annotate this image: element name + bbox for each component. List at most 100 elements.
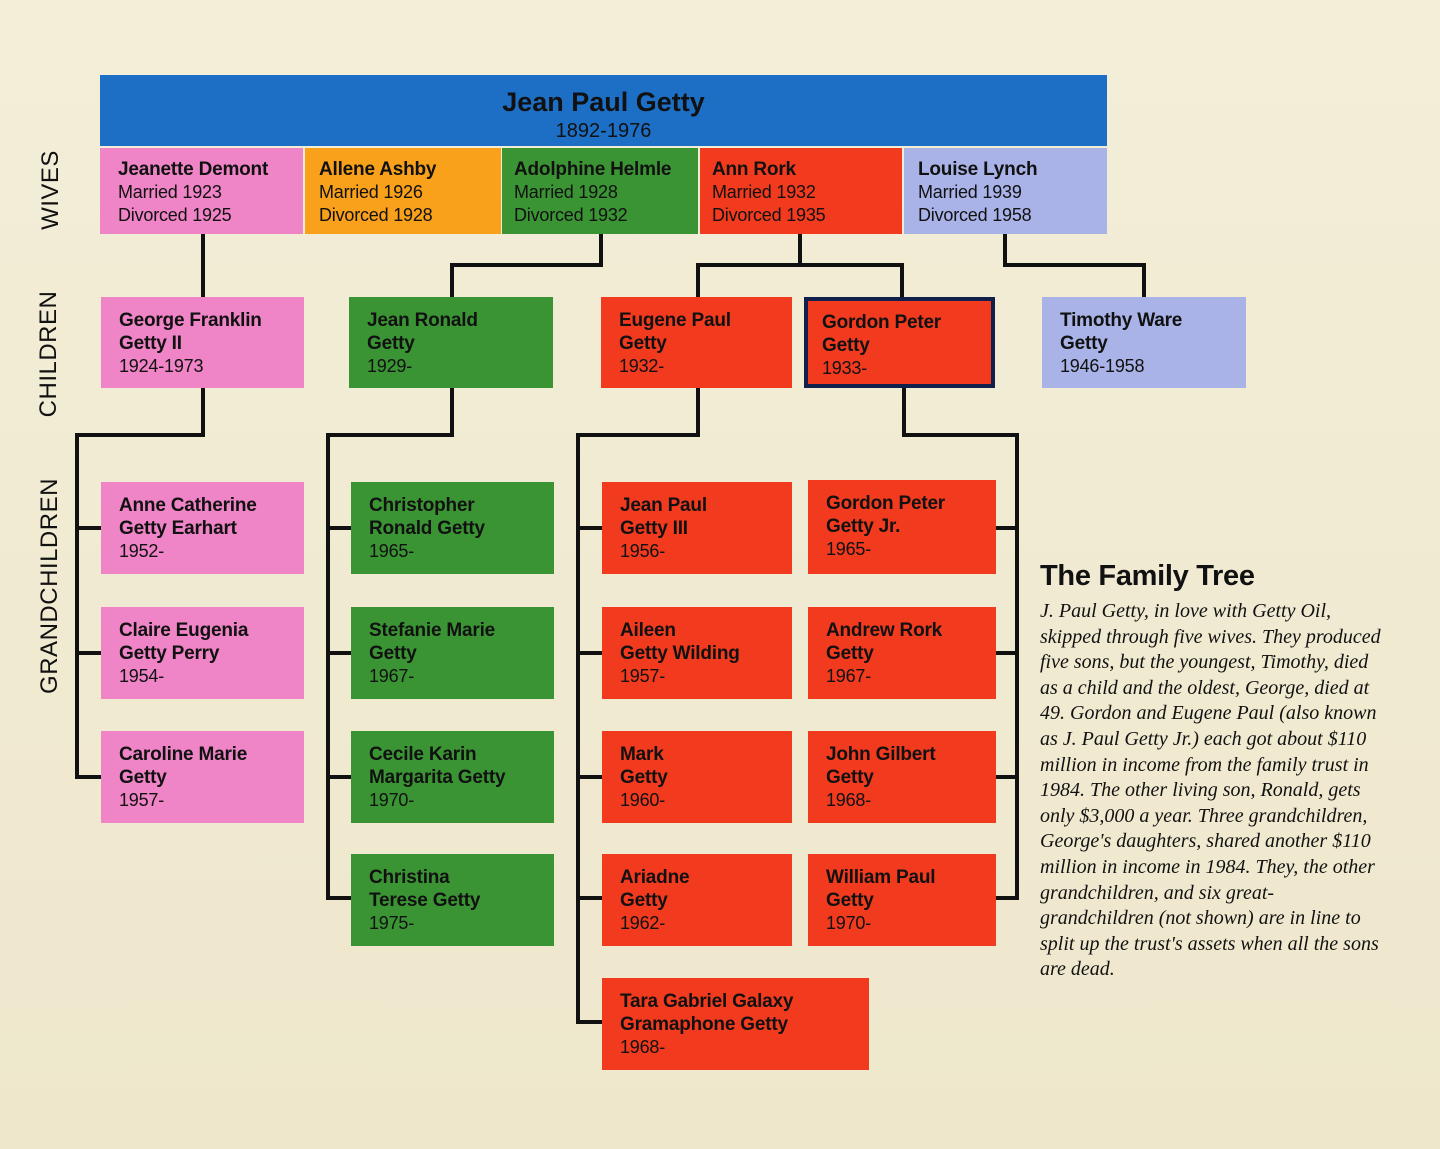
wife-adolphine-helmle: Adolphine Helmle Married 1928 Divorced 1… [502,148,698,234]
grandchild-years: 1952- [119,541,165,561]
child-timothy-ware-getty: Timothy Ware Getty 1946-1958 [1042,297,1246,388]
wife-married: Married 1939 [918,182,1022,202]
grandchild-years: 1975- [369,913,415,933]
row-label-wives: WIVES [37,150,64,230]
grandchild-caroline-marie-getty: Caroline Marie Getty 1957- [101,731,304,823]
wife-name: Jeanette Demont [118,159,269,180]
grandchild-name: Claire Eugenia Getty Perry [119,620,249,664]
grandchild-years: 1970- [826,913,872,933]
grandchild-name: Christina Terese Getty [369,867,481,911]
child-years: 1946-1958 [1060,356,1145,376]
connector-adolphine-ronald [450,232,603,299]
row-label-children: CHILDREN [35,290,62,418]
child-years: 1933- [822,358,868,378]
grandchild-name: William Paul Getty [826,867,936,911]
wife-divorced: Divorced 1932 [514,205,628,225]
grandchild-name: Gordon Peter Getty Jr. [826,493,946,537]
grandchild-mark-getty: Mark Getty 1960- [602,731,792,823]
connector-gordon-grandchildren [902,386,1019,900]
child-george-franklin-getty-ii: George Franklin Getty II 1924-1973 [101,297,304,388]
grandchild-years: 1967- [369,666,415,686]
grandchild-years: 1954- [119,666,165,686]
connector-ann-sons [696,232,904,299]
grandchild-years: 1957- [620,666,666,686]
wife-ann-rork: Ann Rork Married 1932 Divorced 1935 [700,148,902,234]
grandchild-aileen-getty-wilding: Aileen Getty Wilding 1957- [602,607,792,699]
child-name: Eugene Paul Getty [619,310,731,354]
grandchild-name: Christopher Ronald Getty [369,495,485,539]
wife-married: Married 1928 [514,182,618,202]
grandchild-years: 1960- [620,790,666,810]
wife-louise-lynch: Louise Lynch Married 1939 Divorced 1958 [904,148,1107,234]
wife-allene-ashby: Allene Ashby Married 1926 Divorced 1928 [305,148,501,234]
grandchild-christopher-ronald-getty: Christopher Ronald Getty 1965- [351,482,554,574]
child-name: Jean Ronald Getty [367,310,478,354]
grandchild-gordon-peter-getty-jr: Gordon Peter Getty Jr. 1965- [808,480,996,574]
wife-married: Married 1923 [118,182,222,202]
grandchild-name: Ariadne Getty [620,867,690,911]
wife-name: Ann Rork [712,159,796,180]
wife-married: Married 1926 [319,182,423,202]
grandchild-jean-paul-getty-iii: Jean Paul Getty III 1956- [602,482,792,574]
connector-ronald-grandchildren [326,386,454,900]
grandchild-anne-catherine-getty-earhart: Anne Catherine Getty Earhart 1952- [101,482,304,574]
wife-divorced: Divorced 1935 [712,205,826,225]
wife-name: Louise Lynch [918,159,1038,180]
connector-george-grandchildren [75,386,205,779]
wife-divorced: Divorced 1928 [319,205,433,225]
grandchild-years: 1968- [620,1037,666,1057]
grandchild-years: 1965- [826,539,872,559]
grandchild-years: 1957- [119,790,165,810]
row-label-grandchildren: GRANDCHILDREN [36,478,63,694]
root-name: Jean Paul Getty [502,87,705,117]
grandchild-claire-eugenia-getty-perry: Claire Eugenia Getty Perry 1954- [101,607,304,699]
caption-body: J. Paul Getty, in love with Getty Oil, s… [1040,600,1381,981]
caption-title: The Family Tree [1040,560,1255,592]
grandchild-name: John Gilbert Getty [826,744,936,788]
child-years: 1932- [619,356,665,376]
grandchild-years: 1970- [369,790,415,810]
root-years: 1892-1976 [555,120,652,142]
child-name: George Franklin Getty II [119,310,262,354]
child-name: Timothy Ware Getty [1060,310,1183,354]
grandchild-name: Caroline Marie Getty [119,744,248,788]
child-name: Gordon Peter Getty [822,312,942,356]
grandchild-name: Jean Paul Getty III [620,495,707,539]
root-person-jean-paul-getty: Jean Paul Getty 1892-1976 [100,75,1107,146]
grandchild-name: Andrew Rork Getty [826,620,943,664]
wife-name: Adolphine Helmle [514,159,672,180]
grandchild-name: Mark Getty [620,744,668,788]
grandchild-name: Cecile Karin Margarita Getty [369,744,506,788]
grandchild-ariadne-getty: Ariadne Getty 1962- [602,854,792,946]
child-years: 1924-1973 [119,356,204,376]
grandchild-years: 1968- [826,790,872,810]
grandchild-name: Aileen Getty Wilding [620,620,740,664]
connector-louise-timothy [1003,232,1146,299]
grandchild-name: Anne Catherine Getty Earhart [119,495,257,539]
child-years: 1929- [367,356,413,376]
grandchild-william-paul-getty: William Paul Getty 1970- [808,854,996,946]
wife-divorced: Divorced 1925 [118,205,232,225]
grandchild-years: 1962- [620,913,666,933]
grandchild-john-gilbert-getty: John Gilbert Getty 1968- [808,731,996,823]
child-jean-ronald-getty: Jean Ronald Getty 1929- [349,297,553,388]
grandchild-years: 1967- [826,666,872,686]
grandchild-cecile-karin-margarita-getty: Cecile Karin Margarita Getty 1970- [351,731,554,823]
grandchild-christina-terese-getty: Christina Terese Getty 1975- [351,854,554,946]
child-gordon-peter-getty: Gordon Peter Getty 1933- [804,297,995,388]
grandchild-andrew-rork-getty: Andrew Rork Getty 1967- [808,607,996,699]
wife-name: Allene Ashby [319,159,437,180]
child-eugene-paul-getty: Eugene Paul Getty 1932- [601,297,792,388]
wife-married: Married 1932 [712,182,816,202]
grandchild-years: 1965- [369,541,415,561]
grandchild-stefanie-marie-getty: Stefanie Marie Getty 1967- [351,607,554,699]
grandchild-name: Stefanie Marie Getty [369,620,496,664]
grandchild-tara-gabriel-galaxy-gramaphone-getty: Tara Gabriel Galaxy Gramaphone Getty 196… [602,978,869,1070]
family-tree-caption: The Family Tree J. Paul Getty, in love w… [1040,560,1385,983]
grandchild-years: 1956- [620,541,666,561]
wife-divorced: Divorced 1958 [918,205,1032,225]
wife-jeanette-demont: Jeanette Demont Married 1923 Divorced 19… [100,148,303,234]
grandchild-name: Tara Gabriel Galaxy Gramaphone Getty [620,991,794,1035]
connector-eugene-grandchildren [576,386,700,1024]
